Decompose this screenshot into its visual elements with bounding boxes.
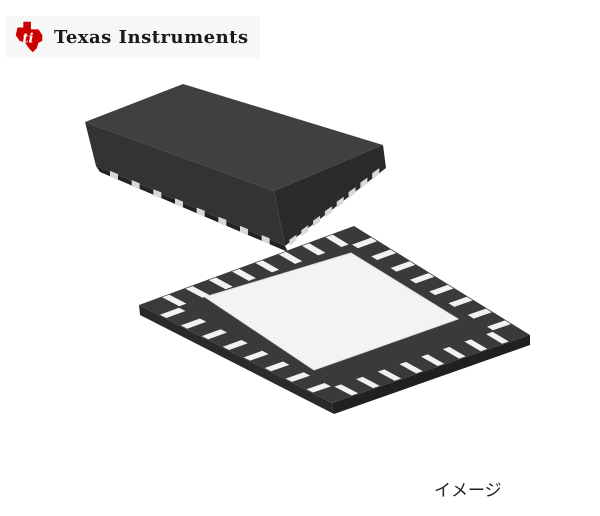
bottom-pad	[255, 260, 280, 273]
bottom-pad	[264, 361, 290, 372]
bottom-pad	[334, 384, 359, 396]
bottom-pad	[390, 261, 416, 272]
top-pin	[289, 234, 297, 246]
bottom-pad	[201, 329, 228, 340]
bottom-pad	[409, 273, 435, 284]
bottom-pad	[371, 249, 397, 260]
bottom-pad	[486, 331, 509, 344]
qfn-package-top-view	[85, 84, 386, 252]
bottom-pad	[278, 251, 303, 264]
bottom-pad	[159, 307, 186, 319]
bottom-pad	[356, 376, 380, 389]
bottom-pad	[464, 339, 488, 352]
top-pin	[175, 198, 183, 208]
top-pin	[153, 189, 162, 199]
bottom-pad	[442, 346, 466, 359]
bottom-pad	[222, 340, 248, 350]
bottom-pad	[306, 383, 331, 393]
bottom-package-pins	[159, 234, 511, 396]
bottom-pad	[302, 243, 326, 256]
svg-text:ti: ti	[22, 32, 33, 47]
bottom-pad	[399, 361, 423, 374]
top-pin	[324, 206, 332, 218]
bottom-pad	[487, 320, 511, 331]
brand-name: Texas Instruments	[54, 26, 249, 48]
qfn-package-bottom-view	[139, 226, 530, 414]
bottom-pad	[448, 296, 473, 307]
top-pin	[261, 235, 270, 245]
top-pin	[360, 177, 368, 189]
bottom-pad	[352, 237, 378, 249]
top-pin	[372, 168, 380, 180]
thermal-pad	[203, 252, 460, 371]
top-pin	[110, 170, 118, 181]
top-package-pins-left	[110, 170, 270, 245]
bottom-pad	[285, 372, 311, 382]
bottom-pad	[232, 268, 256, 281]
ti-texas-state-logo-icon: ti	[15, 21, 43, 53]
top-pin	[131, 180, 140, 190]
top-pin	[348, 187, 356, 199]
bottom-pad	[180, 318, 207, 329]
top-pin	[313, 215, 321, 227]
top-package-pins-right	[289, 168, 380, 246]
bottom-pad	[377, 369, 402, 381]
bottom-pad	[208, 277, 233, 290]
ti-logo-bar: ti Texas Instruments	[6, 16, 260, 58]
bottom-pad	[243, 350, 269, 361]
top-pin	[196, 207, 205, 217]
bottom-pad	[467, 308, 492, 319]
bottom-pad	[185, 286, 210, 298]
top-pin	[218, 216, 227, 226]
top-pin	[240, 225, 248, 236]
bottom-pad	[162, 294, 187, 307]
bottom-pad	[429, 284, 454, 296]
image-caption: イメージ	[434, 481, 502, 501]
top-pin	[301, 225, 309, 237]
bottom-pad	[421, 354, 445, 366]
top-pin	[336, 196, 344, 208]
bottom-pad	[325, 234, 349, 247]
